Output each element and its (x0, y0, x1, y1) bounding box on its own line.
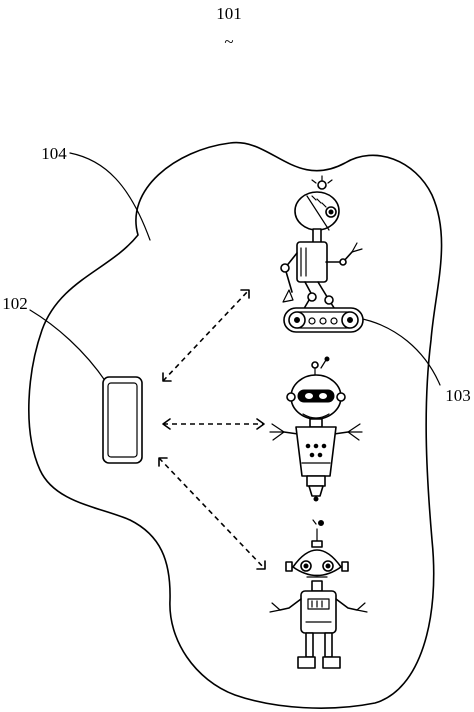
area-boundary (28, 141, 443, 709)
label-tilde: ~ (224, 32, 233, 51)
label-101: 101 (216, 4, 242, 23)
label-103: 103 (445, 386, 471, 405)
hovering-robot (269, 356, 363, 502)
link-arrow-bottom (158, 457, 266, 570)
link-arrow-top (162, 289, 250, 382)
label-102: 102 (2, 294, 28, 313)
leader-104 (69, 152, 151, 241)
link-arrow-middle (162, 418, 265, 430)
walking-robot (269, 519, 368, 669)
terminal-device (102, 376, 143, 464)
label-104: 104 (41, 144, 67, 163)
leader-102 (29, 309, 109, 386)
tracked-robot (280, 175, 364, 333)
leader-103 (357, 317, 441, 386)
